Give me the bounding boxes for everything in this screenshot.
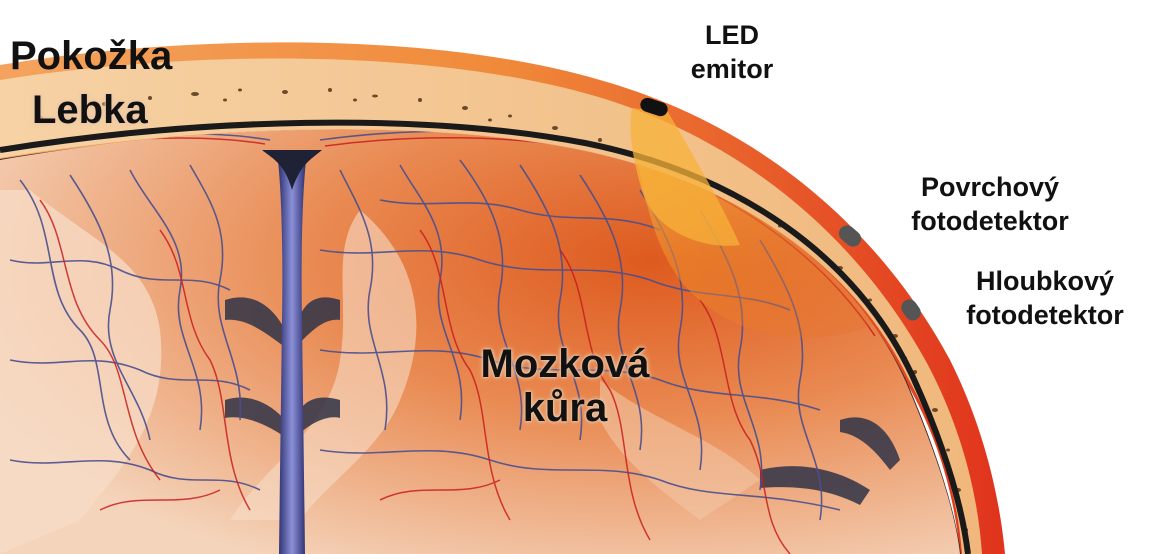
cortex-label-line1: Mozková [455,342,675,386]
cortex-region [0,100,1000,554]
surface-label-line2: fotodetektor [890,204,1090,238]
longitudinal-fissure [278,160,306,554]
cortex-label-line2: kůra [455,386,675,430]
deep-label-line2: fotodetektor [940,298,1150,332]
skin-label: Pokožka [10,34,172,78]
cortex-label: Mozková kůra [455,342,675,430]
surface-photodetector-label: Povrchový fotodetektor [890,170,1090,238]
led-label-line2: emitor [672,52,792,86]
deep-label-line1: Hloubkový [940,264,1150,298]
deep-photodetector-label: Hloubkový fotodetektor [940,264,1150,332]
led-emitter-label: LED emitor [672,18,792,86]
led-label-line1: LED [672,18,792,52]
skull-label: Lebka [32,88,148,132]
surface-label-line1: Povrchový [890,170,1090,204]
